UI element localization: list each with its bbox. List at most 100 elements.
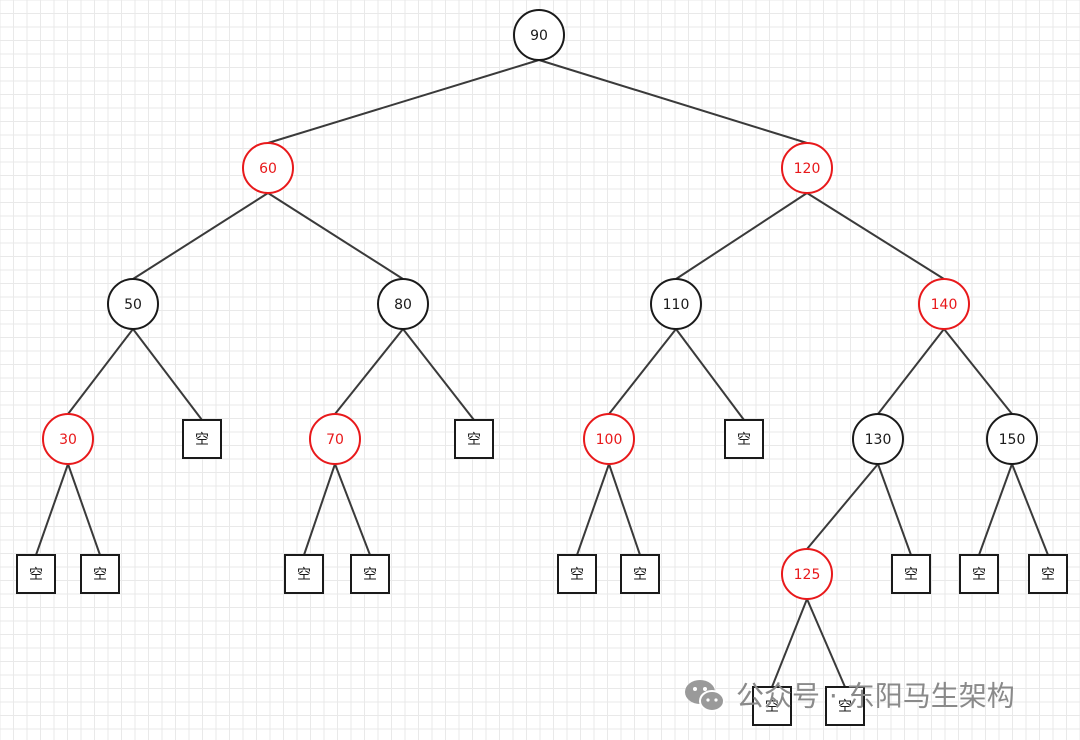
edge-n130-n125 (806, 463, 879, 550)
tree-node-n150: 150 (986, 413, 1038, 465)
edge-n125-e125r (806, 598, 846, 688)
tree-node-n130: 130 (852, 413, 904, 465)
edge-n30-e30r (67, 463, 101, 556)
node-circle (377, 278, 429, 330)
edge-n100-e100r (608, 463, 641, 556)
leaf-box (752, 686, 792, 726)
node-label: 120 (794, 161, 821, 177)
node-circle (650, 278, 702, 330)
leaf-box (454, 419, 494, 459)
leaf-box (724, 419, 764, 459)
node-circle (781, 142, 833, 194)
node-label: 空 (297, 567, 311, 583)
leaf-box (825, 686, 865, 726)
edge-n150-e150r (1011, 463, 1049, 556)
leaf-box (284, 554, 324, 594)
node-label: 空 (570, 567, 584, 583)
nil-leaf-e70r: 空 (350, 554, 390, 594)
leaf-box (80, 554, 120, 594)
leaf-box (620, 554, 660, 594)
edge-n50-e50r (132, 328, 203, 421)
node-label: 80 (394, 297, 412, 313)
node-label: 空 (29, 567, 43, 583)
edge-n60-n80 (267, 192, 404, 280)
edge-n70-e70r (334, 463, 371, 556)
node-label: 60 (259, 161, 277, 177)
node-circle (918, 278, 970, 330)
node-label: 空 (363, 567, 377, 583)
node-circle (583, 413, 635, 465)
node-circle (42, 413, 94, 465)
node-label: 130 (865, 432, 892, 448)
node-label: 50 (124, 297, 142, 313)
nil-leaf-e100r: 空 (620, 554, 660, 594)
tree-node-n70: 70 (309, 413, 361, 465)
nil-leaf-e130r: 空 (891, 554, 931, 594)
leaf-box (350, 554, 390, 594)
edge-n110-e110r (675, 328, 745, 421)
node-label: 空 (195, 432, 209, 448)
watermark-text: 公众号 · 东阳马生架构 (736, 680, 1015, 713)
node-label: 125 (794, 567, 821, 583)
node-circle (513, 9, 565, 61)
node-label: 30 (59, 432, 77, 448)
nil-leaf-e70l: 空 (284, 554, 324, 594)
node-label: 150 (999, 432, 1026, 448)
edge-n80-n70 (334, 328, 404, 415)
edge-n150-e150l (978, 463, 1013, 556)
leaf-box (891, 554, 931, 594)
node-label: 空 (737, 432, 751, 448)
node-circle (852, 413, 904, 465)
node-label: 空 (633, 567, 647, 583)
tree-node-n110: 110 (650, 278, 702, 330)
edge-n50-n30 (67, 328, 134, 415)
nil-leaf-e100l: 空 (557, 554, 597, 594)
edge-n90-n60 (267, 59, 540, 144)
node-circle (781, 548, 833, 600)
edge-n100-e100l (576, 463, 610, 556)
node-label: 100 (596, 432, 623, 448)
node-label: 空 (467, 432, 481, 448)
leaf-box (16, 554, 56, 594)
node-label: 空 (1041, 567, 1055, 583)
tree-node-n30: 30 (42, 413, 94, 465)
edge-n120-n140 (806, 192, 945, 280)
edge-n140-n150 (943, 328, 1013, 415)
edge-n110-n100 (608, 328, 677, 415)
edge-n120-n110 (675, 192, 808, 280)
nil-leaf-e150l: 空 (959, 554, 999, 594)
leaf-box (959, 554, 999, 594)
edge-n140-n130 (877, 328, 945, 415)
node-label: 70 (326, 432, 344, 448)
tree-node-n50: 50 (107, 278, 159, 330)
nil-leaf-e150r: 空 (1028, 554, 1068, 594)
node-label: 空 (765, 699, 779, 715)
nil-leaf-e110r: 空 (724, 419, 764, 459)
nil-leaf-e30l: 空 (16, 554, 56, 594)
leaf-box (1028, 554, 1068, 594)
edge-n70-e70l (303, 463, 336, 556)
node-circle (242, 142, 294, 194)
node-label: 空 (904, 567, 918, 583)
edge-n80-e80r (402, 328, 475, 421)
node-circle (309, 413, 361, 465)
tree-node-n125: 125 (781, 548, 833, 600)
wechat-icon (685, 680, 725, 712)
node-label: 90 (530, 28, 548, 44)
node-circle (107, 278, 159, 330)
tree-node-n60: 60 (242, 142, 294, 194)
tree-edges (35, 59, 1049, 688)
nil-leaf-e125r: 空 (825, 686, 865, 726)
nil-leaf-e125l: 空 (752, 686, 792, 726)
tree-node-n140: 140 (918, 278, 970, 330)
watermark: 公众号 · 东阳马生架构 (685, 680, 1015, 713)
edge-n130-e130r (877, 463, 912, 556)
nil-leaf-e50r: 空 (182, 419, 222, 459)
node-label: 空 (838, 699, 852, 715)
edge-n60-n50 (132, 192, 269, 280)
tree-node-n100: 100 (583, 413, 635, 465)
tree-node-n90: 90 (513, 9, 565, 61)
tree-node-n80: 80 (377, 278, 429, 330)
nil-leaf-e80r: 空 (454, 419, 494, 459)
